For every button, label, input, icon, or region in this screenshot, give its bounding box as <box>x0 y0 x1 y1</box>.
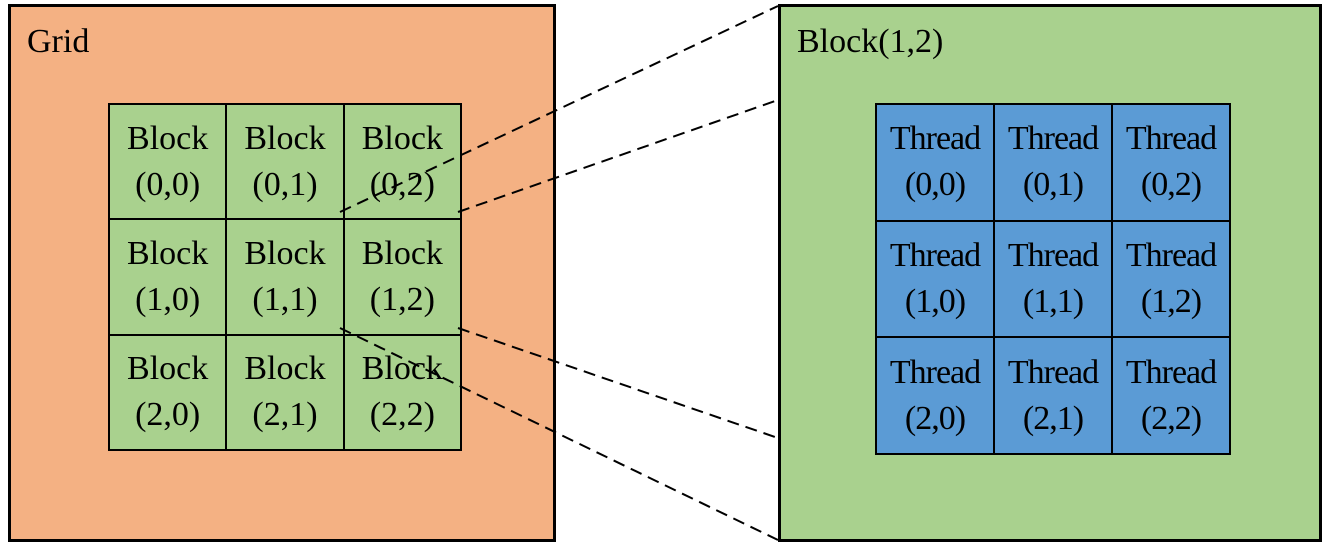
cell-word: Block <box>244 234 326 272</box>
cell-word: Block <box>244 350 326 388</box>
thread-cell: Thread (0,1) <box>994 104 1112 221</box>
cell-word: Thread <box>1125 120 1217 158</box>
cell-index: (1,1) <box>1022 282 1084 320</box>
grid-block-cell: Block (2,0) <box>109 334 227 450</box>
thread-cell: Thread (1,0) <box>876 220 994 338</box>
cell-index: (0,0) <box>904 166 966 204</box>
thread-cell: Thread (0,2) <box>1112 104 1230 221</box>
thread-cell: Thread (0,0) <box>876 104 994 221</box>
cell-word: Thread <box>889 120 981 158</box>
thread-cell: Thread (1,1) <box>994 220 1112 338</box>
cell-index: (0,1) <box>252 165 318 203</box>
cell-word: Thread <box>1125 353 1217 391</box>
cell-index: (2,1) <box>252 396 318 434</box>
thread-cell: Thread (2,2) <box>1112 337 1230 454</box>
cell-index: (0,0) <box>135 165 201 203</box>
cell-index: (0,1) <box>1022 166 1084 204</box>
cell-word: Block <box>361 350 443 388</box>
cell-index: (2,0) <box>135 396 201 434</box>
cell-word: Block <box>244 119 326 157</box>
cell-index: (1,1) <box>252 280 318 318</box>
grid-block-cell-selected: Block (1,2) <box>343 219 461 335</box>
cell-index: (1,0) <box>135 280 201 318</box>
block-thread-matrix: Thread (0,0) Thread (0,1) Thread (0,2) Thre… <box>875 103 1231 455</box>
cell-word: Block <box>361 119 443 157</box>
cell-word: Block <box>127 119 209 157</box>
thread-cell: Thread (2,1) <box>994 337 1112 454</box>
cell-word: Thread <box>1007 353 1099 391</box>
cell-index: (2,2) <box>369 396 435 434</box>
grid-block-cell: Block (0,2) <box>343 104 461 220</box>
cell-word: Thread <box>889 236 981 274</box>
cell-word: Thread <box>889 353 981 391</box>
cell-index: (0,2) <box>369 165 435 203</box>
block-panel: Block(1,2) Thread (0,0) Thread (0,1) Threa… <box>778 4 1322 542</box>
cell-word: Thread <box>1007 120 1099 158</box>
grid-title: Grid <box>27 23 90 60</box>
cell-index: (2,2) <box>1140 399 1202 437</box>
cell-index: (1,2) <box>1140 282 1202 320</box>
cell-index: (2,1) <box>1022 399 1084 437</box>
grid-block-cell: Block (0,1) <box>226 104 344 220</box>
grid-block-cell: Block (1,1) <box>226 219 344 335</box>
grid-block-matrix: Block (0,0) Block (0,1) Block (0,2) Block (1… <box>108 103 462 451</box>
cell-index: (1,0) <box>904 282 966 320</box>
cell-index: (1,2) <box>369 280 435 318</box>
cell-word: Thread <box>1007 236 1099 274</box>
thread-cell: Thread (2,0) <box>876 337 994 454</box>
grid-panel: Grid Block (0,0) Block (0,1) Block (0,2) Bl… <box>8 4 556 542</box>
cell-word: Block <box>361 234 443 272</box>
block-title: Block(1,2) <box>797 23 944 60</box>
cell-index: (2,0) <box>904 399 966 437</box>
thread-cell: Thread (1,2) <box>1112 220 1230 338</box>
grid-block-cell: Block (0,0) <box>109 104 227 220</box>
cell-index: (0,2) <box>1140 166 1202 204</box>
grid-block-cell: Block (2,1) <box>226 334 344 450</box>
grid-block-cell: Block (2,2) <box>343 334 461 450</box>
cell-word: Thread <box>1125 236 1217 274</box>
grid-block-cell: Block (1,0) <box>109 219 227 335</box>
cell-word: Block <box>127 350 209 388</box>
cell-word: Block <box>127 234 209 272</box>
